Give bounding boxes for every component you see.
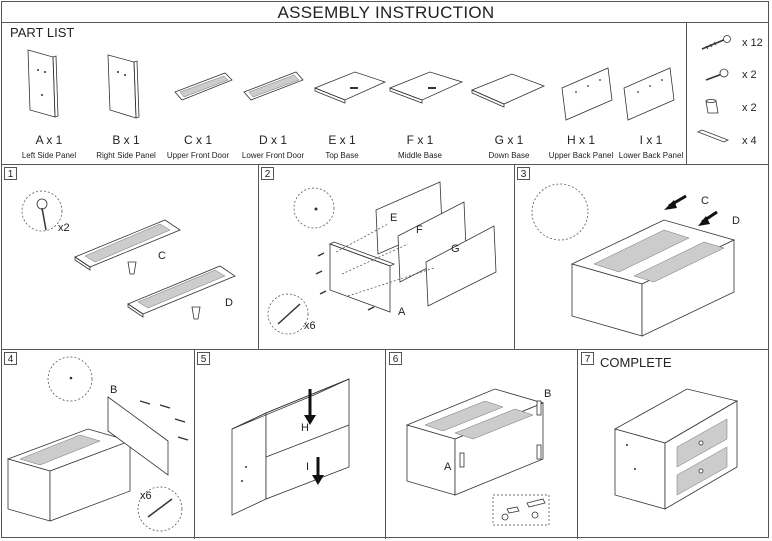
step-4-number: 4 <box>4 352 17 365</box>
step-divider-5-6 <box>385 349 386 539</box>
lower-back-panel-illustration <box>623 67 675 121</box>
step-2-label-f: F <box>416 224 423 236</box>
long-screw-qty: x 12 <box>742 37 763 49</box>
left-side-panel-illustration <box>27 49 59 118</box>
step-1-label-d: D <box>225 297 233 309</box>
hardware-divider <box>686 22 687 164</box>
step-7-number: 7 <box>581 352 594 365</box>
step-2-label-g: G <box>451 243 460 255</box>
middle-base-illustration <box>388 71 464 104</box>
step-1-qty-label: x2 <box>58 222 70 234</box>
step-3-label-d: D <box>732 215 740 227</box>
step-2-illustration <box>267 181 497 335</box>
upper-back-panel-illustration <box>561 67 613 121</box>
step-2-label-e: E <box>390 212 398 224</box>
step-divider-2-3 <box>514 164 515 349</box>
step-3-label-c: C <box>701 195 709 207</box>
step-5-label-h: H <box>301 422 309 434</box>
step-1-number: 1 <box>4 167 17 180</box>
top-base-illustration <box>313 71 387 104</box>
part-list-heading: PART LIST <box>10 25 75 40</box>
step-1-illustration <box>21 190 236 320</box>
short-screw-qty: x 2 <box>742 69 757 81</box>
step-divider-6-7 <box>577 349 578 539</box>
hinge-strip-qty: x 4 <box>742 135 757 147</box>
hinge-strip-icon <box>697 129 729 143</box>
step-2-number: 2 <box>261 167 274 180</box>
title-divider <box>1 22 769 23</box>
step-3-number: 3 <box>517 167 530 180</box>
step-divider-4-5 <box>194 349 195 539</box>
lower-front-door-illustration <box>243 71 304 101</box>
step-6-number: 6 <box>389 352 402 365</box>
step-5-label-i: I <box>306 461 310 473</box>
row-divider-1 <box>1 164 769 165</box>
step-5-illustration <box>231 378 350 516</box>
knob-icon <box>705 99 719 114</box>
short-screw-icon <box>705 68 729 81</box>
step-5-number: 5 <box>197 352 210 365</box>
step-3-illustration <box>531 183 736 337</box>
step-2-label-a: A <box>398 306 406 318</box>
step-4-illustration <box>6 356 189 532</box>
step-4-label-b: B <box>110 384 118 396</box>
step-6-illustration <box>405 388 550 526</box>
step-6-label-a: A <box>444 461 452 473</box>
step-7-illustration <box>613 388 739 510</box>
upper-front-door-illustration <box>174 72 233 101</box>
down-base-illustration <box>470 73 546 108</box>
page-title: ASSEMBLY INSTRUCTION <box>277 3 495 22</box>
step-4-qty-label: x6 <box>140 490 152 502</box>
knob-qty: x 2 <box>742 102 757 114</box>
right-side-panel-illustration <box>107 54 140 119</box>
complete-label: COMPLETE <box>600 355 672 370</box>
step-1-label-c: C <box>158 250 166 262</box>
step-divider-1-2 <box>258 164 259 349</box>
step-2-qty-label: x6 <box>304 320 316 332</box>
step-6-label-b: B <box>544 388 552 400</box>
long-screw-icon <box>701 35 731 50</box>
